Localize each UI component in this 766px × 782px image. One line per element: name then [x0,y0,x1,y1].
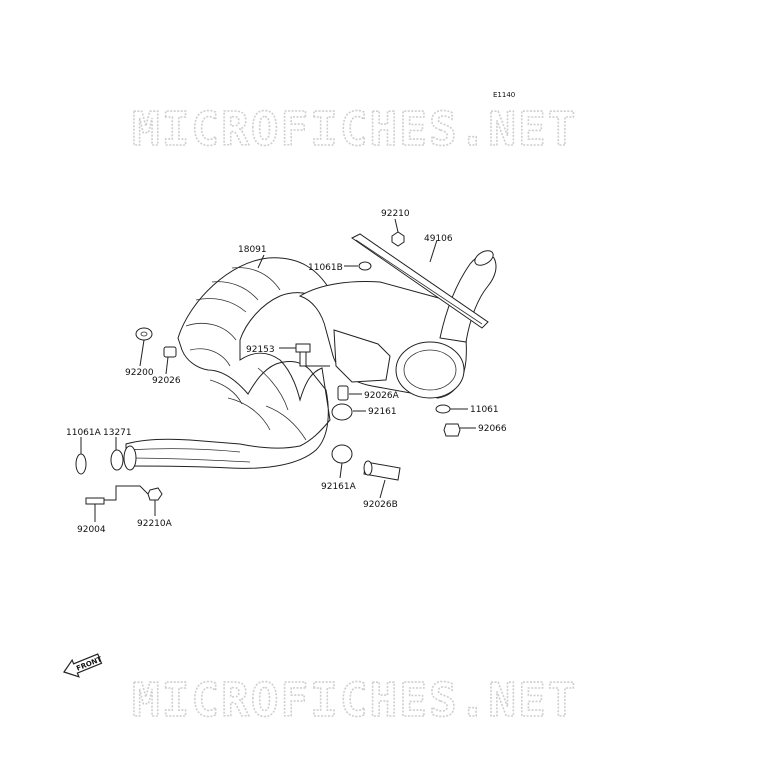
gasket-11061 [435,404,451,414]
flange-13271 [110,449,124,471]
watermark-top: MICROFICHES.NET [132,102,577,156]
bolt-92153-shank [299,351,307,367]
label-49106: 49106 [424,234,453,244]
label-92161: 92161 [368,407,397,417]
label-92200: 92200 [125,368,154,378]
plug-92066 [443,423,461,437]
silencer-end-cap [395,341,465,399]
bolt-92153 [295,343,311,353]
watermark-bottom: MICROFICHES.NET [132,673,577,727]
label-13271: 13271 [103,428,132,438]
nut-92210a [147,487,163,501]
label-92153: 92153 [246,345,275,355]
label-18091: 18091 [238,245,267,255]
label-11061b: 11061B [308,263,343,273]
gasket-11061b [358,261,372,271]
label-92026b: 92026B [363,500,398,510]
leader-lines [80,218,476,522]
damper-92161a [331,444,353,464]
stud-92004 [85,497,105,505]
collar-92026 [163,346,177,358]
nut-92210 [391,231,405,247]
label-92161a: 92161A [321,482,357,492]
exhaust-pipe-drawing [125,233,497,469]
label-92004: 92004 [77,525,106,535]
label-92210: 92210 [381,209,410,219]
label-92026: 92026 [152,376,181,386]
part-labels: 92210 18091 11061B 49106 92200 92026 921… [66,209,507,535]
label-92210a: 92210A [137,519,173,529]
washer-92200 [135,327,153,341]
reference-code: E1140 [493,91,515,99]
label-92066: 92066 [478,424,507,434]
label-11061a: 11061A [66,428,102,438]
collar-92026a [337,385,349,401]
front-direction-arrow: FRONT [63,653,103,678]
label-11061: 11061 [470,405,499,415]
gasket-11061a [75,453,87,475]
label-92026a: 92026A [364,391,400,401]
damper-92161 [331,403,353,421]
hardware-parts [75,231,461,505]
